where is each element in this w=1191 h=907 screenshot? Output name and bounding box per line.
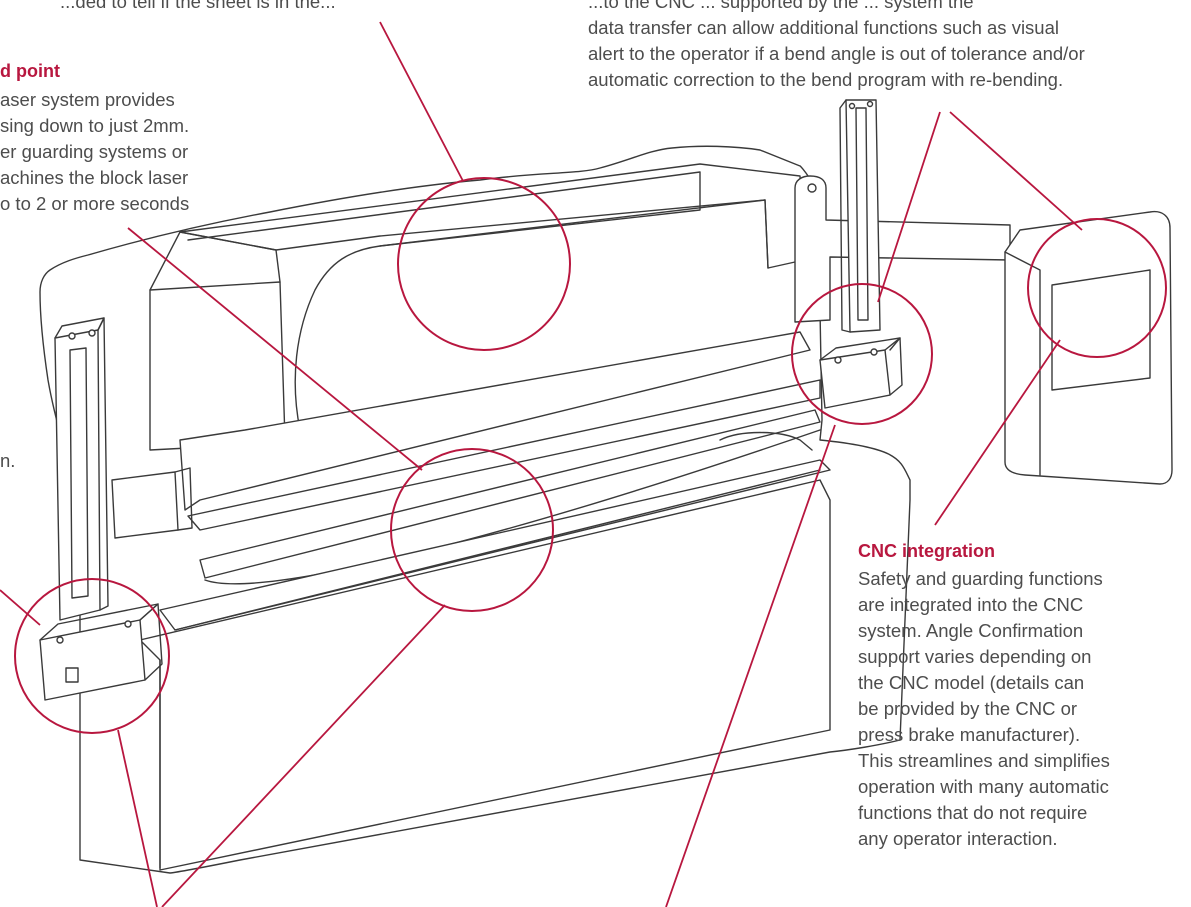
top-left-intro-fragment: ...ded to tell if the sheet is in the... bbox=[60, 0, 336, 12]
ram bbox=[179, 331, 811, 511]
left-callout-description: aser system provides sing down to just 2m… bbox=[0, 87, 189, 217]
callout-circle-upper-beam bbox=[397, 177, 571, 351]
top-right-callout-line: alert to the operator if a bend angle is… bbox=[588, 43, 1085, 64]
cnc-callout-line: This streamlines and simplifies bbox=[858, 750, 1110, 771]
callout-circle-right-sensor bbox=[791, 283, 933, 425]
right-sensor-block bbox=[819, 349, 891, 409]
left-callout-line: achines the block laser bbox=[0, 167, 189, 188]
callout-circle-tool-center bbox=[390, 448, 554, 612]
cnc-callout-line: press brake manufacturer). bbox=[858, 724, 1081, 745]
cnc-callout-line: Safety and guarding functions bbox=[858, 568, 1103, 589]
cnc-callout-line: system. Angle Confirmation bbox=[858, 620, 1084, 641]
leader-cnc bbox=[934, 339, 1061, 526]
bolts bbox=[56, 100, 878, 644]
left-callout-heading: d point bbox=[0, 61, 60, 81]
leader-upper-beam bbox=[379, 21, 464, 182]
cnc-callout-description: Safety and guarding functions are integra… bbox=[858, 566, 1110, 852]
leader-bottom-c bbox=[665, 424, 836, 907]
left-callout-line: o to 2 or more seconds bbox=[0, 193, 190, 214]
cnc-callout-line: operation with many automatic bbox=[858, 776, 1109, 797]
callout-circle-left-sensor bbox=[14, 578, 170, 734]
leader-bottom-a bbox=[117, 729, 158, 907]
upper-beam-inner bbox=[187, 171, 701, 247]
cnc-callout-line: support varies depending on bbox=[858, 646, 1092, 667]
leader-left-text bbox=[127, 227, 423, 471]
top-right-callout-line: automatic correction to the bend program… bbox=[588, 69, 1064, 90]
top-right-callout-description: ...to the CNC ... supported by the ... s… bbox=[588, 0, 1085, 93]
leader-bottom-b bbox=[161, 604, 446, 907]
left-text-fragment: n. bbox=[0, 450, 16, 471]
press-brake-illustration bbox=[39, 99, 1173, 874]
cnc-callout-heading: CNC integration bbox=[858, 541, 995, 561]
cnc-screen bbox=[1051, 269, 1151, 391]
leader-top-right-b bbox=[949, 111, 1083, 231]
callout-circle-cnc-screen bbox=[1027, 218, 1167, 358]
cnc-callout-line: be provided by the CNC or bbox=[858, 698, 1078, 719]
left-arm bbox=[111, 471, 179, 539]
left-upper-block bbox=[149, 281, 286, 451]
cnc-callout-line: are integrated into the CNC bbox=[858, 594, 1084, 615]
cnc-callout-line: any operator interaction. bbox=[858, 828, 1058, 849]
top-right-callout-line: data transfer can allow additional funct… bbox=[588, 17, 1059, 38]
lower-die bbox=[159, 459, 831, 631]
left-callout-line: er guarding systems or bbox=[0, 141, 189, 162]
cnc-callout-line: the CNC model (details can bbox=[858, 672, 1085, 693]
leader-top-right-a bbox=[877, 111, 941, 303]
right-arm bbox=[794, 175, 1011, 323]
upper-tool bbox=[199, 409, 821, 579]
left-callout-line: aser system provides bbox=[0, 89, 175, 110]
callout-circles bbox=[14, 177, 1167, 734]
cnc-callout-line: functions that do not require bbox=[858, 802, 1088, 823]
leader-lines bbox=[0, 21, 1083, 907]
leader-left-sensor bbox=[0, 589, 41, 626]
top-right-callout-line: ...to the CNC ... supported by the ... s… bbox=[588, 0, 974, 12]
left-callout-line: sing down to just 2mm. bbox=[0, 115, 190, 136]
